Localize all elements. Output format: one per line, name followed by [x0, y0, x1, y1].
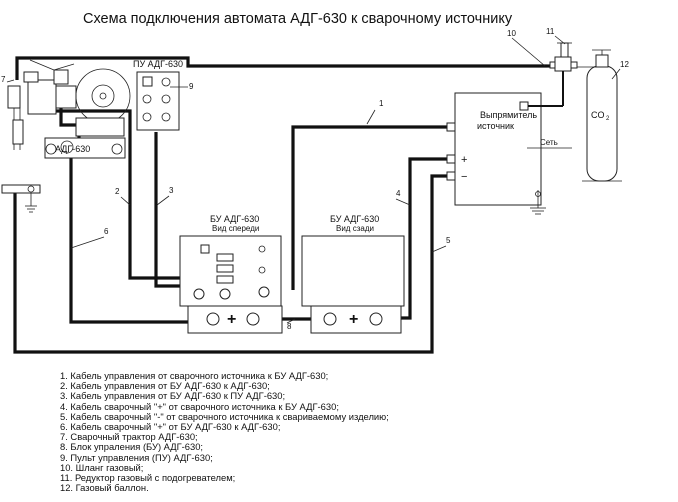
rectifier-label-2: источник: [477, 121, 514, 131]
bu-back-label: БУ АДГ-630: [330, 214, 379, 224]
co2-label: CO: [591, 110, 605, 120]
bu-front-plus: +: [227, 311, 236, 328]
legend-item: 12. Газовый баллон.: [60, 482, 149, 494]
callout-3: 3: [169, 186, 174, 195]
legend-list: 1. Кабель управления от сварочного источ…: [60, 370, 389, 494]
callout-1: 1: [379, 99, 384, 108]
legend-item: 4. Кабель сварочный "+" от сварочного ис…: [60, 400, 339, 412]
network-label: Сеть: [540, 138, 558, 147]
callout-5: 5: [446, 236, 451, 245]
legend-item: 9. Пульт управления (ПУ) АДГ-630;: [60, 451, 213, 463]
callout-4: 4: [396, 189, 401, 198]
rectifier-minus: −: [461, 171, 467, 183]
legend-item: 7. Сварочный трактор АДГ-630;: [60, 431, 198, 443]
legend-item: 5. Кабель сварочный "-" от сварочного ис…: [60, 410, 389, 422]
welding-tractor: АДГ-630: [7, 59, 131, 159]
legend-item: 1. Кабель управления от сварочного источ…: [60, 370, 329, 381]
workpiece: [1, 184, 41, 213]
rectifier: Выпрямитель источник + − Сеть: [446, 92, 572, 215]
cable-5: [13, 174, 447, 354]
callout-12: 12: [620, 60, 629, 69]
gas-reducer: [528, 42, 578, 107]
legend-item: 3. Кабель управления от БУ АДГ-630 к ПУ …: [60, 390, 286, 402]
callout-10: 10: [507, 29, 516, 38]
callout-6: 6: [104, 227, 109, 236]
callout-7: 7: [1, 75, 6, 84]
adg-label: АДГ-630: [55, 144, 90, 154]
legend-item: 10. Шланг газовый;: [60, 461, 144, 473]
gas-hose-10: [15, 56, 547, 80]
callout-2: 2: [115, 187, 120, 196]
legend-item: 8. Блок упраления (БУ) АДГ-630;: [60, 441, 204, 453]
bu-front-label: БУ АДГ-630: [210, 214, 259, 224]
pu-label: ПУ АДГ-630: [133, 59, 183, 69]
diagram-title: Схема подключения автомата АДГ-630 к сва…: [83, 11, 513, 27]
bu-back-plus: +: [349, 311, 358, 328]
callout-numbers: 1 2 3 4 5 6 7 8 9 10 11 12: [1, 27, 629, 331]
control-panel-pu: ПУ АДГ-630: [133, 59, 183, 131]
gas-cylinder: CO 2: [577, 49, 622, 182]
callout-8: 8: [287, 322, 292, 331]
bu-front-sublabel: Вид спереди: [212, 224, 259, 233]
control-block-back: БУ АДГ-630 Вид сзади +: [301, 214, 405, 334]
callout-9: 9: [189, 82, 194, 91]
rectifier-label-1: Выпрямитель: [480, 110, 537, 120]
bu-back-sublabel: Вид сзади: [336, 224, 374, 233]
legend-item: 6. Кабель сварочный "+" от БУ АДГ-630 к …: [60, 421, 281, 433]
co2-subscript: 2: [606, 116, 610, 122]
legend-item: 2. Кабель управления от БУ АДГ-630 к АДГ…: [60, 380, 270, 392]
cable-1: [291, 125, 447, 290]
control-block-front: БУ АДГ-630 Вид спереди +: [179, 214, 283, 334]
rectifier-plus: +: [461, 154, 467, 166]
callout-11: 11: [546, 27, 555, 36]
legend-item: 11. Редуктор газовый с подогревателем;: [60, 472, 236, 484]
callout-leaders: [6, 35, 621, 324]
